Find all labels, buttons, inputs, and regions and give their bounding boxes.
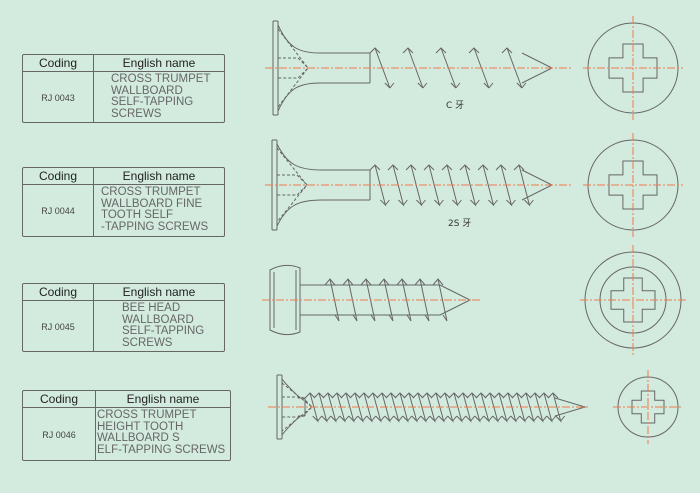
screw-rj0046-thread (403, 392, 422, 423)
product-name: CROSS TRUMPET WALLBOARD SELF-TAPPING SCR… (111, 73, 211, 120)
thread-label-2s: 2S 牙 (448, 218, 471, 229)
screw-rj0045-thread (360, 278, 376, 322)
screw-rj0045-thread (324, 278, 340, 322)
coding-header: Coding (23, 168, 94, 184)
product-name: BEE HEAD WALLBOARD SELF-TAPPING SCREWS (122, 302, 205, 349)
head-view-rj0045-cross-recess-icon (610, 277, 656, 323)
screw-rj0046-thread (340, 392, 359, 423)
screw-rj0046-thread (322, 392, 341, 423)
screw-rj0045-thread (342, 278, 358, 322)
product-name: CROSS TRUMPET HEIGHT TOOTH WALLBOARD S E… (97, 409, 226, 456)
screw-rj0046-neck (281, 378, 305, 436)
screw-rj0046-tip (554, 397, 587, 417)
screw-rj0045-thread (378, 278, 394, 322)
screw-rj0046-thread (358, 392, 377, 423)
screw-rj0044-thread (387, 164, 408, 207)
screw-rj0046-thread (547, 392, 566, 423)
screw-rj0044-thread (513, 164, 534, 207)
thread-label-c: C 牙 (446, 100, 464, 111)
screw-rj0046-thread (304, 392, 323, 423)
screw-rj0043-thread (468, 47, 494, 89)
product-name: CROSS TRUMPET WALLBOARD FINE TOOTH SELF … (101, 186, 209, 233)
screw-rj0046-thread (412, 392, 431, 423)
screw-rj0046-thread (394, 392, 413, 423)
head-view-rj0043-cross-recess-icon (608, 43, 658, 93)
english-name-header: English name (126, 392, 200, 406)
screw-rj0045-thread (396, 278, 412, 322)
screw-rj0046-thread (430, 392, 449, 423)
screw-rj0046-thread (493, 392, 512, 423)
screw-rj0046-thread (349, 392, 368, 423)
screw-rj0046-recess (281, 382, 313, 432)
screw-rj0044-neck (276, 143, 370, 227)
screw-rj0044-thread (405, 164, 426, 207)
english-name-header: English name (122, 56, 196, 70)
screw-rj0043-thread (369, 47, 395, 89)
screw-rj0046-thread (502, 392, 521, 423)
screw-rj0046-thread (520, 392, 539, 423)
screw-rj0046-thread (538, 392, 557, 423)
screw-rj0046-thread (313, 392, 332, 423)
screw-rj0046-thread (466, 392, 485, 423)
screw-rj0046-thread (475, 392, 494, 423)
product-code: RJ 0046 (23, 408, 96, 461)
screw-rj0044-thread (459, 164, 480, 207)
screw-rj0044-thread (441, 164, 462, 207)
english-name-header: English name (122, 285, 196, 299)
coding-header: Coding (23, 284, 94, 300)
product-code: RJ 0045 (23, 301, 94, 352)
screw-rj0044-thread (477, 164, 498, 207)
product-code: RJ 0043 (23, 72, 94, 123)
screw-rj0045-head (269, 264, 301, 336)
screw-rj0046-thread (439, 392, 458, 423)
screw-rj0046-thread (511, 392, 530, 423)
head-view-rj0044-cross-recess-icon (608, 160, 658, 210)
screw-rj0043-recess (277, 28, 309, 108)
screw-rj0046-thread (385, 392, 404, 423)
screw-rj0046-thread (484, 392, 503, 423)
product-table-rj0043: Coding English name RJ 0043 CROSS TRUMPET … (22, 54, 225, 123)
screw-rj0046-thread (448, 392, 467, 423)
screw-rj0044-thread (495, 164, 516, 207)
screw-rj0046-thread (529, 392, 548, 423)
screw-rj0043-thread (402, 47, 428, 89)
coding-header: Coding (23, 391, 96, 407)
product-table-rj0045: Coding English name RJ 0045 BEE HEAD WALLB… (22, 283, 225, 352)
screw-rj0043-thread (435, 47, 461, 89)
screw-rj0045-thread (414, 278, 430, 322)
screw-rj0044-thread (369, 164, 390, 207)
screw-rj0045-thread (432, 278, 448, 322)
screw-rj0043-neck (277, 24, 370, 112)
screw-rj0046-thread (421, 392, 440, 423)
coding-header: Coding (23, 55, 94, 71)
product-code: RJ 0044 (23, 185, 94, 237)
screw-rj0046-thread (376, 392, 395, 423)
head-view-rj0046-cross-recess-icon (631, 390, 665, 424)
screw-rj0043-thread (501, 47, 527, 89)
english-name-header: English name (122, 169, 196, 183)
screw-rj0044-thread (423, 164, 444, 207)
screw-rj0046-thread (331, 392, 350, 423)
screw-rj0046-thread (457, 392, 476, 423)
screw-rj0046-thread (367, 392, 386, 423)
